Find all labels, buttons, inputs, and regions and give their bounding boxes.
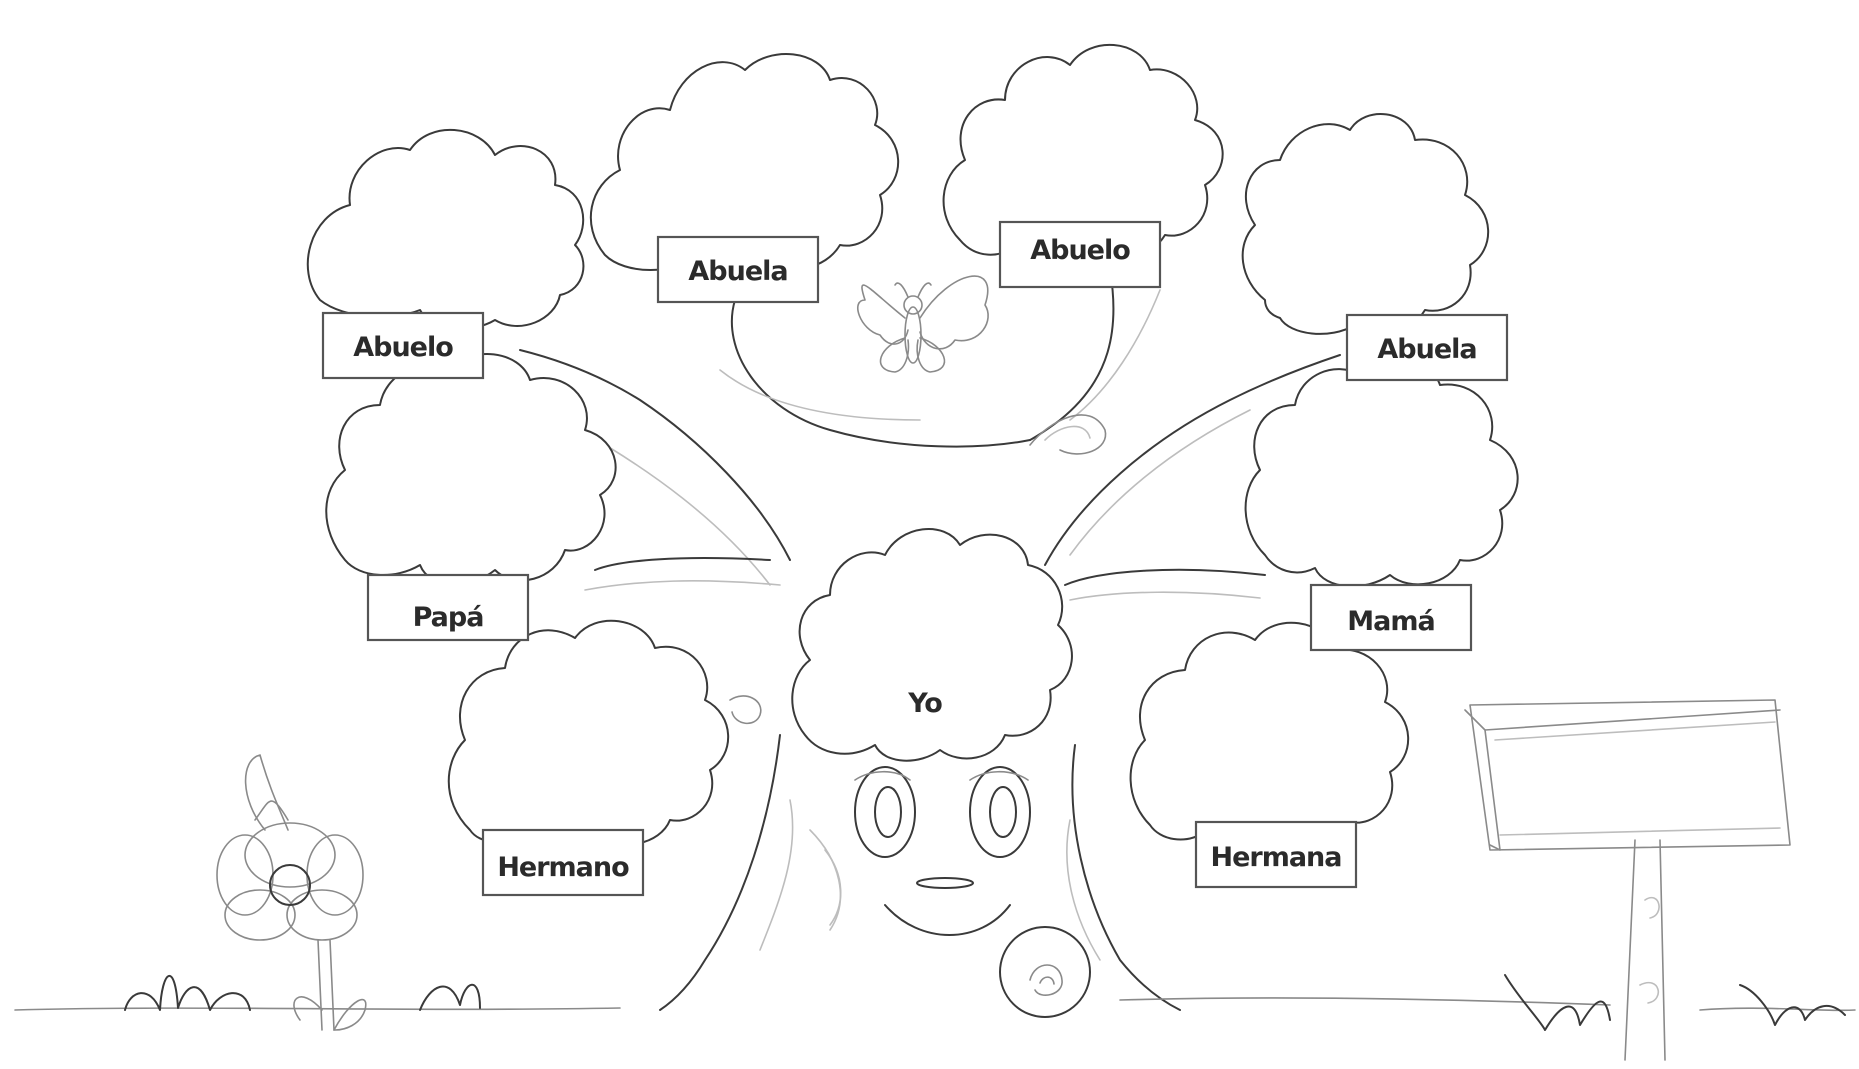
flower-icon	[216, 754, 367, 1031]
mouth	[884, 904, 1011, 936]
label-hermana: Hermana	[1194, 820, 1358, 889]
label-abuela-right: Abuela	[1345, 313, 1509, 382]
label-hermana-text: Hermana	[1210, 842, 1341, 873]
label-hermano-text: Hermano	[497, 852, 629, 883]
right-eye	[969, 766, 1031, 858]
label-yo-text: Yo	[907, 688, 942, 719]
sign-post	[1464, 699, 1791, 1061]
foliage-hermano	[447, 619, 730, 848]
label-abuela-top-left-text: Abuela	[688, 256, 787, 287]
left-eye	[854, 766, 916, 858]
label-hermano: Hermano	[481, 828, 645, 897]
foliage-abuela-right	[1241, 113, 1490, 335]
tree-trunk	[519, 269, 1341, 1018]
label-papa: Papá	[366, 573, 530, 642]
foliage	[306, 43, 1519, 850]
foliage-abuelo-left	[306, 128, 585, 330]
label-yo: Yo	[907, 688, 943, 719]
label-abuela-top-left: Abuela	[656, 235, 820, 304]
foliage-hermana	[1129, 621, 1410, 850]
foliage-yo	[791, 528, 1073, 762]
label-abuela-right-text: Abuela	[1377, 334, 1476, 365]
label-papa-text: Papá	[413, 602, 484, 633]
label-abuelo-top-right-text: Abuelo	[1030, 235, 1130, 266]
label-abuelo-left-text: Abuelo	[353, 332, 453, 363]
ground	[14, 974, 1856, 1031]
label-abuelo-top-right: Abuelo	[998, 220, 1162, 289]
label-abuelo-left: Abuelo	[321, 311, 485, 380]
butterfly-icon	[856, 275, 989, 373]
label-mama: Mamá	[1309, 583, 1473, 652]
foliage-papa	[325, 353, 617, 586]
nose	[916, 877, 974, 889]
foliage-mama	[1244, 358, 1519, 588]
tree-face	[854, 766, 1031, 936]
label-mama-text: Mamá	[1347, 606, 1434, 637]
